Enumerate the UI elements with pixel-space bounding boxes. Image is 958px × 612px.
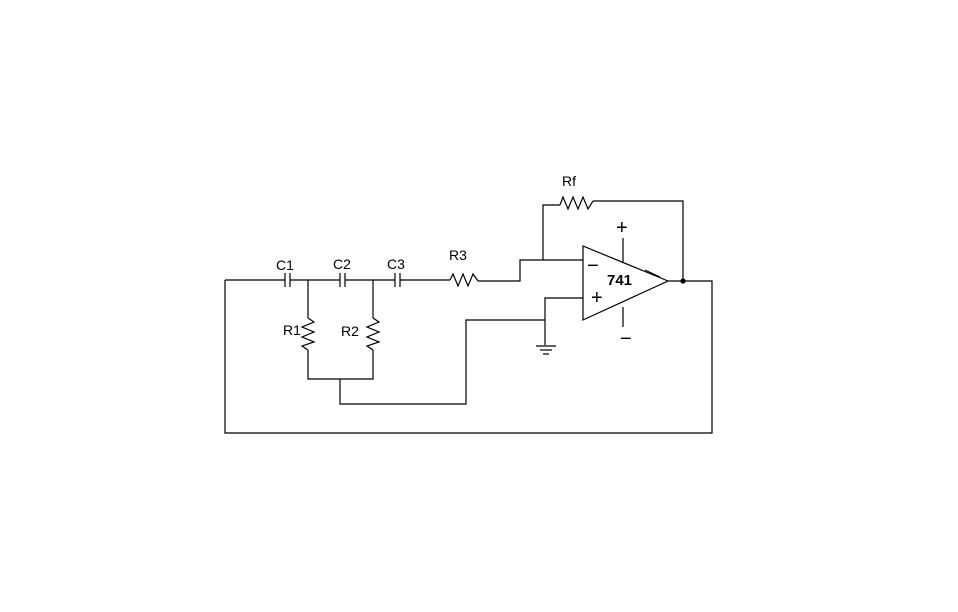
opamp-741 (582, 238, 686, 327)
opamp-output-arrow (644, 269, 661, 278)
label-c2: C2 (333, 256, 351, 272)
wire-r3-to-inverting (478, 259, 583, 282)
wires (224, 200, 713, 434)
label-noninverting: + (591, 287, 603, 309)
wire-ground-return (339, 319, 545, 405)
ground-icon (536, 345, 556, 355)
label-opamp: 741 (607, 272, 632, 289)
resistor-r1 (300, 317, 316, 351)
resistor-r3 (449, 272, 479, 288)
resistor-r2 (365, 317, 381, 351)
wire-r1-bottom (307, 350, 340, 380)
capacitor-c3 (394, 273, 401, 287)
label-rf: Rf (562, 173, 576, 189)
wire-r2-bottom (340, 350, 374, 380)
opamp-triangle (582, 245, 670, 321)
label-c1: C1 (276, 257, 294, 273)
wire-rf-left (542, 204, 560, 260)
resistor-rf (559, 195, 594, 211)
label-r2: R2 (341, 323, 359, 339)
capacitor-c1 (284, 273, 291, 287)
label-vpos: + (616, 217, 628, 239)
label-r1: R1 (283, 322, 301, 338)
output-junction-dot (680, 278, 686, 284)
label-vneg: − (620, 328, 632, 350)
label-r3: R3 (449, 247, 467, 263)
capacitor-c2 (339, 273, 346, 287)
wire-noninverting (544, 297, 583, 345)
label-c3: C3 (387, 256, 405, 272)
wire-output (224, 280, 713, 434)
label-inverting: − (587, 255, 599, 277)
wire-rf-right (593, 200, 684, 281)
